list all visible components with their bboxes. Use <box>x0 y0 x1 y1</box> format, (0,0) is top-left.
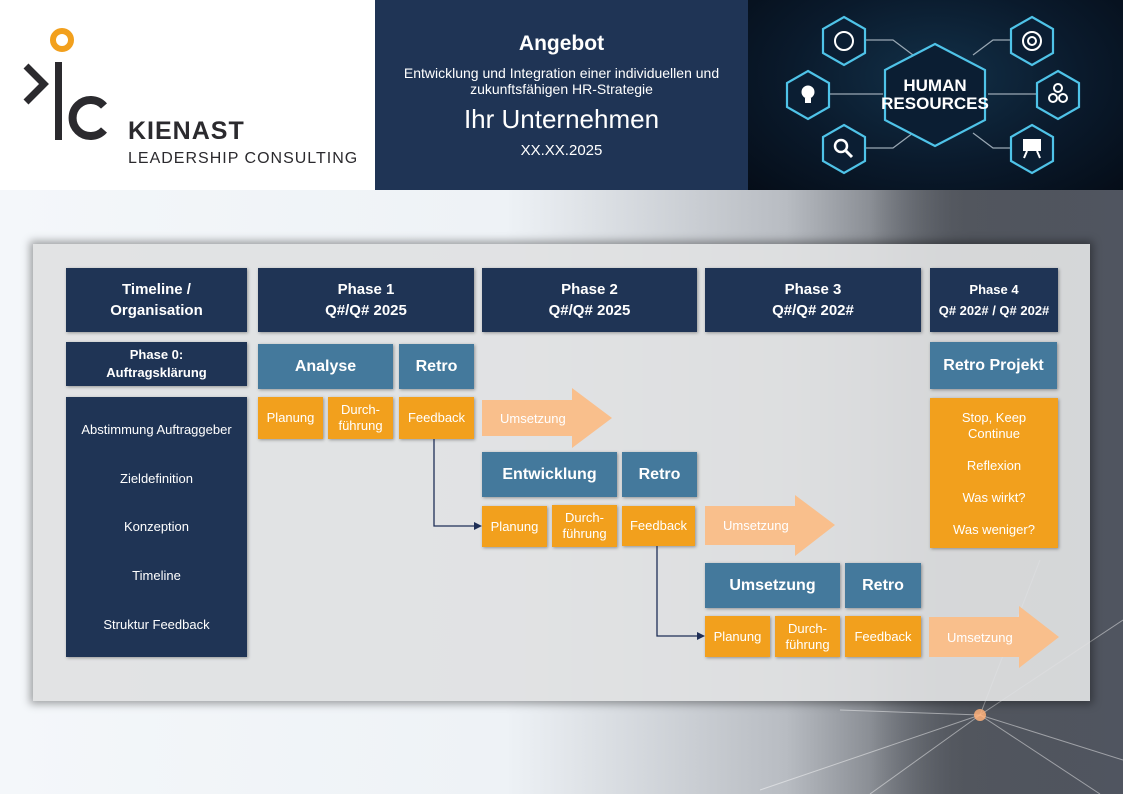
phase0-task: Abstimmung Auftraggeber <box>81 421 232 437</box>
timeline-header: Timeline / Organisation <box>66 268 247 332</box>
phase3-step-planung: Planung <box>705 616 770 657</box>
connector-arrow-phase2-to-phase3 <box>656 546 705 640</box>
phase1-step-durchfuehrung: Durch- führung <box>328 397 393 439</box>
step-label: führung <box>562 526 607 541</box>
phase3-header: Phase 3 Q#/Q# 202# <box>705 268 921 332</box>
retro-item: Was wirkt? <box>962 490 1026 505</box>
hr-network-graphic: HUMAN RESOURCES <box>785 15 1081 175</box>
presentation-chart-icon <box>1023 139 1041 159</box>
subtitle-line: Entwicklung und Integration einer indivi… <box>403 65 720 81</box>
logo-area: KIENAST LEADERSHIP CONSULTING <box>0 0 375 190</box>
phase3-step-durchfuehrung: Durch- führung <box>775 616 840 657</box>
phase3-main-box: Umsetzung <box>705 563 840 608</box>
kienast-logo-icon <box>23 28 107 140</box>
target-icon <box>1022 31 1042 51</box>
retro-item-line: Stop, Keep <box>961 410 1027 425</box>
phase0-task: Zieldefinition <box>120 470 193 486</box>
phase4-retro-list: Stop, Keep Continue Reflexion Was wirkt?… <box>930 398 1058 548</box>
gears-icon <box>1048 83 1068 103</box>
title-block: Angebot Entwicklung und Integration eine… <box>375 0 748 190</box>
step-label: führung <box>338 418 383 433</box>
brain-icon <box>834 31 854 51</box>
document-date: XX.XX.2025 <box>520 142 603 159</box>
phase2-step-planung: Planung <box>482 506 547 547</box>
lightbulb-icon <box>801 85 815 103</box>
phase0-task: Struktur Feedback <box>103 617 210 633</box>
retro-item-line: Continue <box>967 426 1021 441</box>
phase2-header: Phase 2 Q#/Q# 2025 <box>482 268 697 332</box>
phase4-header: Phase 4 Q# 202# / Q# 202# <box>930 268 1058 332</box>
retro-item: Was weniger? <box>953 522 1035 537</box>
subtitle-line: zukunftsfähigen HR-Strategie <box>470 81 653 97</box>
brand-name: KIENAST <box>128 117 245 145</box>
timeline-header-line: Timeline / <box>122 281 191 298</box>
phase2-main-box: Entwicklung <box>482 452 617 497</box>
phase-title: Phase 4 <box>969 282 1019 297</box>
hr-title-line2: RESOURCES <box>881 94 989 113</box>
hr-title-line1: HUMAN <box>903 76 966 95</box>
step-label: führung <box>785 636 830 652</box>
phase0-task-list: Abstimmung Auftraggeber Zieldefinition K… <box>66 397 247 657</box>
step-label: Durch- <box>340 402 380 417</box>
phase2-step-feedback: Feedback <box>622 506 695 546</box>
phase1-step-planung: Planung <box>258 397 323 439</box>
timeline-header-line: Organisation <box>110 302 203 319</box>
phase2-retro-box: Retro <box>622 452 697 497</box>
phase0-task: Timeline <box>132 568 181 584</box>
human-resources-image: HUMAN RESOURCES <box>748 0 1123 190</box>
phase1-step-feedback: Feedback <box>399 397 474 439</box>
retro-item: Reflexion <box>966 458 1022 473</box>
magnifier-icon <box>833 138 854 159</box>
phase2-step-durchfuehrung: Durch- führung <box>552 505 617 547</box>
connector-arrow-phase1-to-phase2 <box>433 439 482 530</box>
company-name: Ihr Unternehmen <box>463 104 660 134</box>
phase1-header: Phase 1 Q#/Q# 2025 <box>258 268 474 332</box>
phase-period: Q#/Q# 202# <box>772 302 854 319</box>
arrow-label: Umsetzung <box>723 518 789 533</box>
step-label: Durch- <box>787 620 827 636</box>
phase2-umsetzung-arrow: Umsetzung <box>705 495 835 556</box>
phase0-title: Phase 0: <box>129 347 184 362</box>
phase-title: Phase 1 <box>337 281 395 298</box>
phase4-retro-projekt-box: Retro Projekt <box>930 342 1057 389</box>
phase1-umsetzung-arrow: Umsetzung <box>482 388 612 448</box>
arrow-label: Umsetzung <box>500 410 566 426</box>
phase-period: Q#/Q# 2025 <box>325 302 407 319</box>
phase-title: Phase 3 <box>784 281 842 298</box>
phase-period: Q#/Q# 2025 <box>548 302 631 319</box>
brand-tagline: LEADERSHIP CONSULTING <box>128 150 359 167</box>
phase3-step-feedback: Feedback <box>845 616 921 657</box>
phase0-task: Konzeption <box>123 519 190 535</box>
arrow-label: Umsetzung <box>947 629 1013 645</box>
retro-item: Stop, Keep Continue <box>962 410 1026 442</box>
phase1-retro-box: Retro <box>399 344 474 389</box>
phase0-header: Phase 0: Auftragsklärung <box>66 342 247 386</box>
phase0-subtitle: Auftragsklärung <box>106 365 207 380</box>
phase-period: Q# 202# / Q# 202# <box>938 303 1050 318</box>
phase1-main-box: Analyse <box>258 344 393 389</box>
phase3-umsetzung-arrow: Umsetzung <box>929 606 1059 668</box>
document-title: Angebot <box>518 32 605 55</box>
phase3-retro-box: Retro <box>845 563 921 608</box>
document-subtitle: Entwicklung und Integration einer indivi… <box>375 65 748 97</box>
phase-title: Phase 2 <box>561 281 618 298</box>
step-label: Durch- <box>564 510 604 525</box>
